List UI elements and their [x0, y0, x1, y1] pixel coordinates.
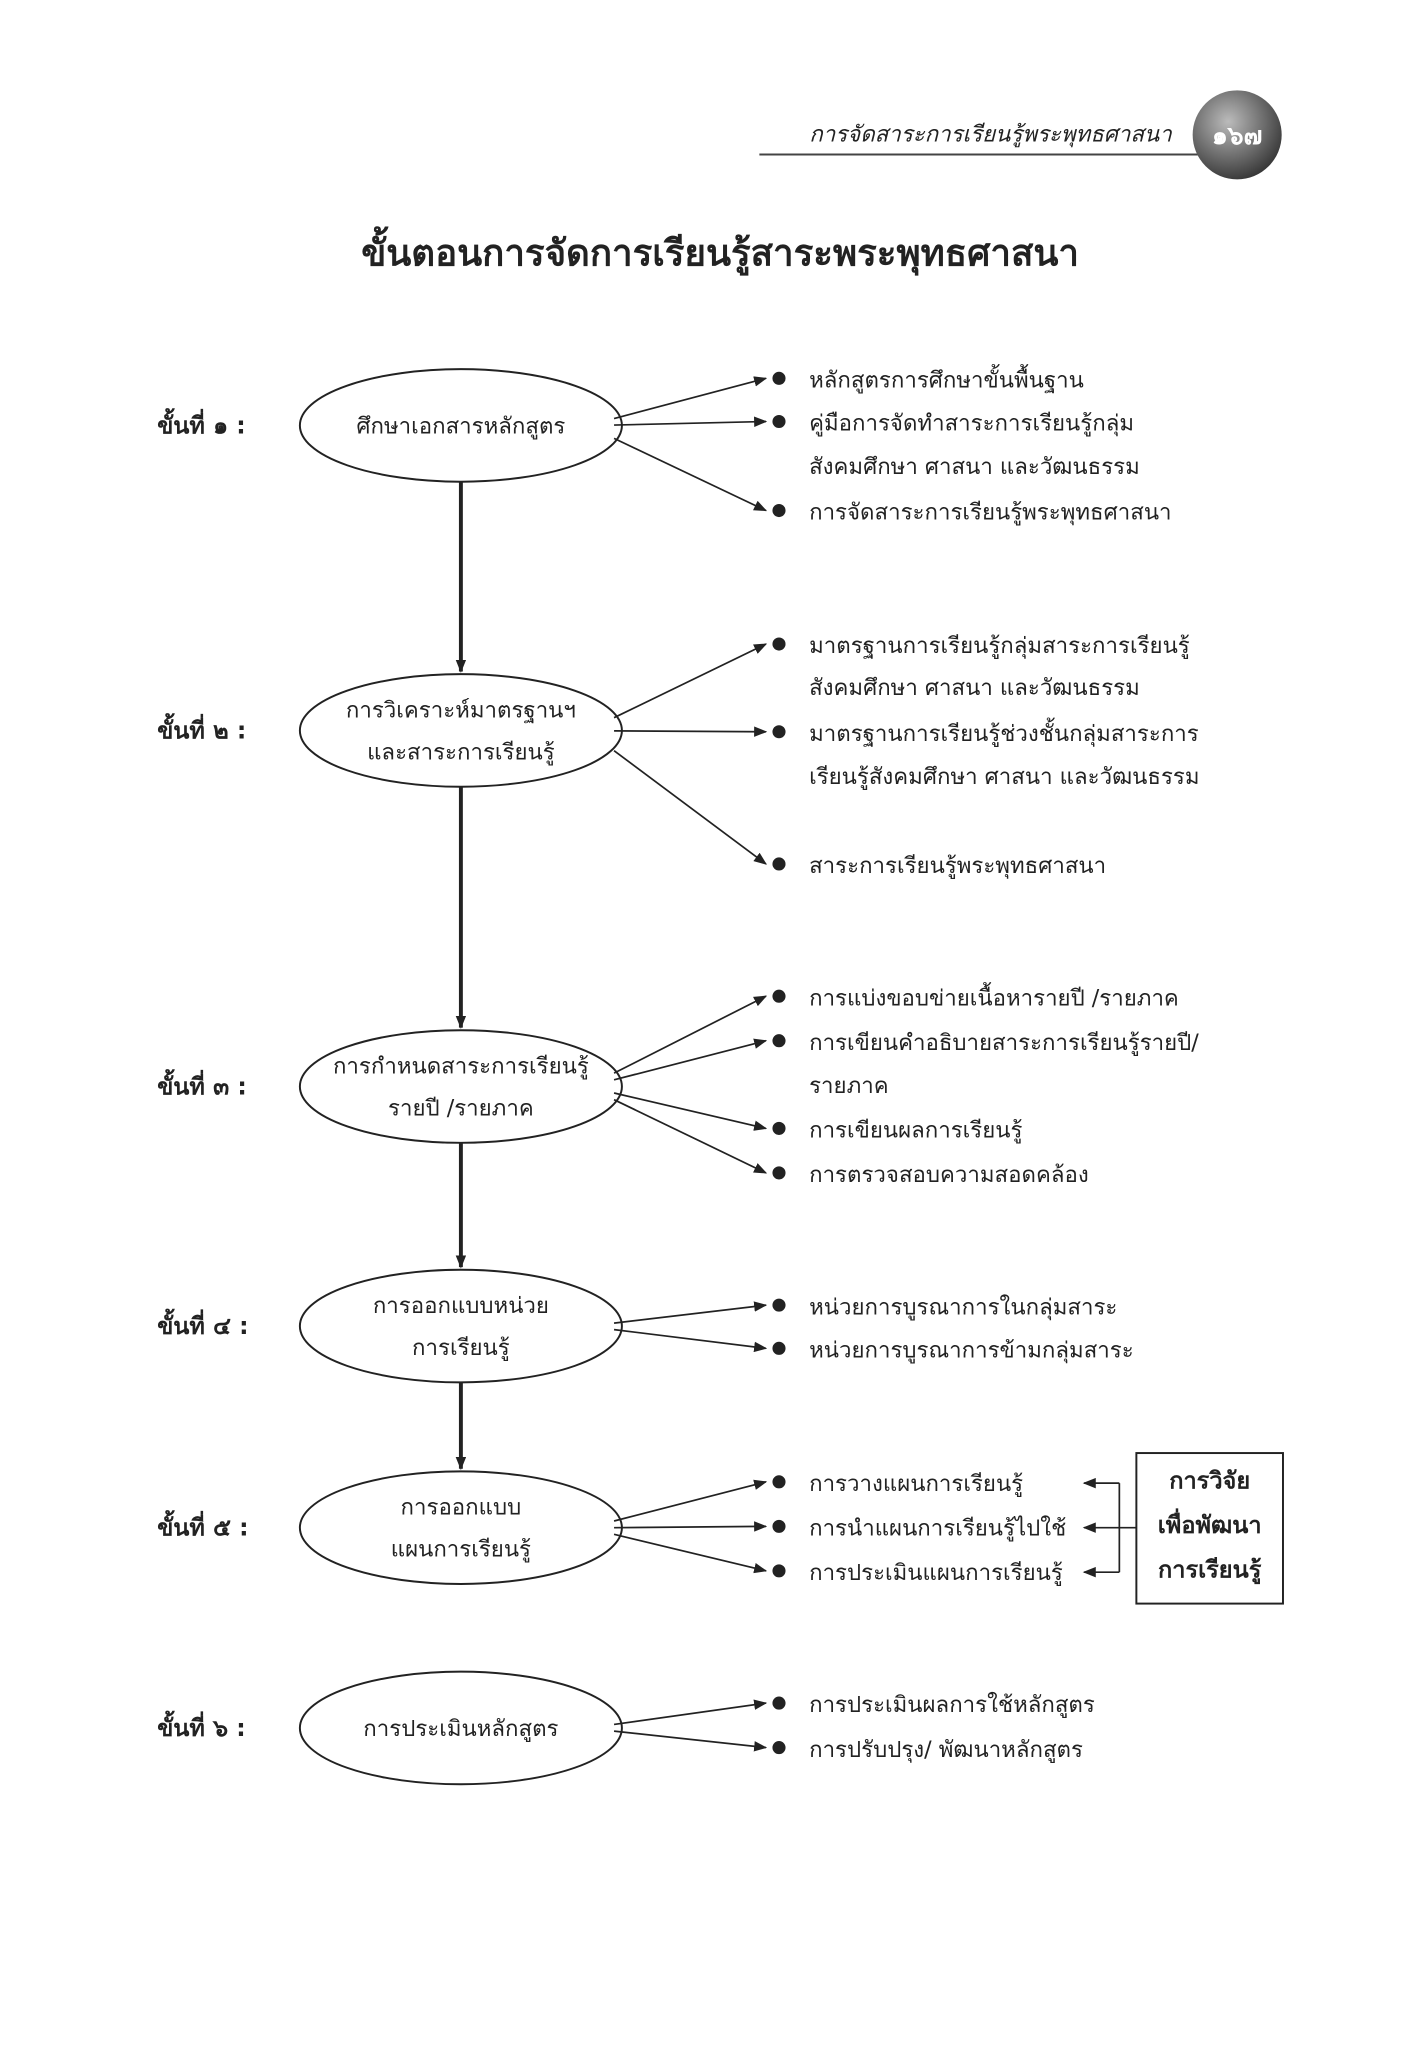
step-item: การแบ่งขอบข่ายเนื้อหารายปี /รายภาค: [809, 981, 1179, 1011]
step-label: ขั้นที่ ๑ :: [157, 407, 245, 439]
bullet-icon: [772, 1166, 786, 1180]
research-box-text: การเรียนรู้: [1158, 1555, 1262, 1584]
step-item: การจัดสาระการเรียนรู้พระพุทธศาสนา: [809, 500, 1171, 526]
step-oval-text: การเรียนรู้: [412, 1335, 510, 1361]
step-oval-text: การออกแบบ: [401, 1495, 522, 1521]
step-item: คู่มือการจัดทำสาระการเรียนรู้กลุ่ม: [809, 411, 1134, 437]
bullet-icon: [772, 371, 786, 385]
research-box-text: เพื่อพัฒนา: [1158, 1508, 1262, 1539]
step-oval-text: การออกแบบหน่วย: [373, 1293, 549, 1319]
item-arrow: [613, 1699, 768, 1726]
step-item: มาตรฐานการเรียนรู้กลุ่มสาระการเรียนรู้: [809, 633, 1190, 659]
step-label: ขั้นที่ ๔ :: [157, 1308, 248, 1340]
step-item: การนำแผนการเรียนรู้ไปใช้: [809, 1516, 1066, 1542]
step-item: สังคมศึกษา ศาสนา และวัฒนธรรม: [809, 454, 1140, 480]
item-arrow: [613, 995, 768, 1074]
step-item: การตรวจสอบความสอดคล้อง: [809, 1162, 1089, 1188]
bullet-icon: [772, 1121, 786, 1135]
step-oval-text: การประเมินหลักสูตร: [363, 1716, 558, 1742]
step-6: ขั้นที่ ๖ : การประเมินหลักสูตร การประเมินผ…: [157, 1670, 1095, 1786]
item-arrow: [613, 1038, 768, 1081]
step-item: การเขียนคำอธิบายสาระการเรียนรู้รายปี/: [809, 1030, 1199, 1056]
item-arrow: [614, 416, 768, 428]
bullet-icon: [772, 1741, 786, 1755]
step-item: รายภาค: [809, 1073, 889, 1099]
step-item: สังคมศึกษา ศาสนา และวัฒนธรรม: [809, 675, 1140, 701]
step-item: สาระการเรียนรู้พระพุทธศาสนา: [809, 853, 1106, 879]
step-oval-text: การวิเคราะห์มาตรฐานฯ: [346, 697, 576, 723]
bullet-icon: [772, 1475, 786, 1489]
item-arrow: [613, 437, 768, 512]
step-item: การเขียนผลการเรียนรู้: [809, 1118, 1022, 1144]
item-arrow: [613, 1092, 768, 1131]
item-arrow: [614, 1521, 768, 1532]
step-oval: [298, 673, 623, 788]
bullet-icon: [772, 1696, 786, 1710]
item-arrow: [613, 376, 768, 420]
research-box-text: การวิจัย: [1169, 1466, 1250, 1494]
item-arrow: [614, 726, 768, 737]
item-arrow: [613, 1533, 768, 1574]
step-label: ขั้นที่ ๓ :: [157, 1068, 247, 1100]
flowchart: ขั้นที่ ๑ : ศึกษาเอกสารหลักสูตร หลักสูตรกา…: [157, 363, 1284, 1786]
bullet-icon: [772, 1341, 786, 1355]
step-item: เรียนรู้สังคมศึกษา ศาสนา และวัฒนธรรม: [809, 764, 1199, 790]
step-oval: [298, 1029, 623, 1144]
step-label: ขั้นที่ ๒ :: [157, 712, 246, 744]
step-oval-text: การกำหนดสาระการเรียนรู้: [333, 1053, 589, 1079]
item-arrow: [613, 1328, 768, 1353]
step-oval-text: ศึกษาเอกสารหลักสูตร: [356, 413, 565, 439]
bullet-icon: [772, 1519, 786, 1533]
step-1: ขั้นที่ ๑ : ศึกษาเอกสารหลักสูตร หลักสูตรกา…: [157, 363, 1172, 673]
item-arrow: [613, 749, 767, 865]
bullet-icon: [772, 414, 786, 429]
bullet-icon: [772, 503, 786, 518]
step-item: มาตรฐานการเรียนรู้ช่วงชั้นกลุ่มสาระการ: [809, 717, 1199, 747]
page-title: ขั้นตอนการจัดการเรียนรู้สาระพระพุทธศาสนา: [361, 226, 1079, 277]
page-number: ๑๖๗: [1212, 121, 1262, 150]
bullet-icon: [772, 725, 786, 739]
running-title: การจัดสาระการเรียนรู้พระพุทธศาสนา: [809, 121, 1173, 147]
step-oval: [298, 1470, 623, 1585]
item-arrow: [613, 1479, 768, 1522]
step-item: การวางแผนการเรียนรู้: [809, 1471, 1023, 1497]
step-2: ขั้นที่ ๒ : การวิเคราะห์มาตรฐานฯและสาระกา…: [157, 633, 1200, 1029]
step-oval-text: รายปี /รายภาค: [388, 1095, 534, 1121]
step-item: การปรับปรุง/ พัฒนาหลักสูตร: [809, 1737, 1083, 1763]
step-oval: [298, 1670, 623, 1786]
step-item: หน่วยการบูรณาการในกลุ่มสาระ: [809, 1294, 1117, 1320]
item-arrow: [613, 1730, 768, 1752]
step-oval-text: แผนการเรียนรู้: [391, 1536, 531, 1562]
step-item: การประเมินแผนการเรียนรู้: [809, 1560, 1063, 1586]
bullet-icon: [772, 989, 786, 1003]
page-number-badge: [1192, 90, 1282, 180]
bullet-icon: [772, 637, 786, 651]
step-item: การประเมินผลการใช้หลักสูตร: [809, 1692, 1095, 1718]
step-oval-text: และสาระการเรียนรู้: [367, 739, 555, 765]
bullet-icon: [772, 1564, 786, 1578]
item-arrow: [613, 1098, 768, 1174]
bullet-icon: [772, 857, 786, 871]
item-arrow: [613, 643, 768, 719]
bullet-icon: [772, 1298, 786, 1312]
bullet-icon: [772, 1034, 786, 1048]
item-arrow: [613, 1301, 768, 1324]
step-label: ขั้นที่ ๕ :: [157, 1510, 248, 1542]
step-oval: [298, 1268, 623, 1384]
step-item: หน่วยการบูรณาการข้ามกลุ่มสาระ: [809, 1337, 1134, 1363]
step-3: ขั้นที่ ๓ : การกำหนดสาระการเรียนรู้รายปี …: [157, 981, 1199, 1269]
step-item: หลักสูตรการศึกษาขั้นพื้นฐาน: [809, 363, 1084, 393]
step-label: ขั้นที่ ๖ :: [157, 1710, 245, 1742]
